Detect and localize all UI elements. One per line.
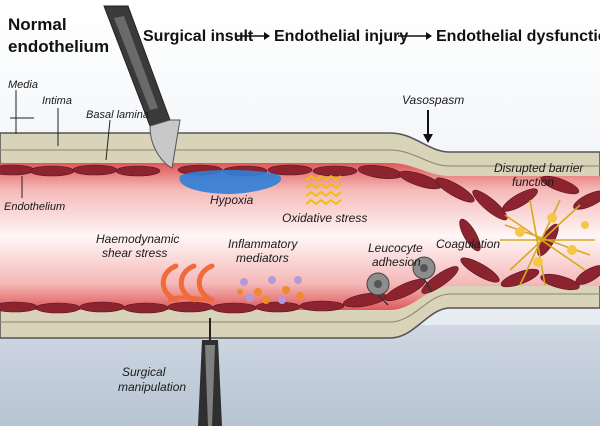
inflammatory-mediators xyxy=(237,276,304,304)
scalpel-icon xyxy=(103,5,181,169)
label-inflammatory-line2: mediators xyxy=(236,251,289,265)
stage-surgical-insult: Surgical insult xyxy=(143,28,254,45)
label-surgical-line2: manipulation xyxy=(118,380,186,394)
hypoxia-region xyxy=(179,170,282,194)
stage-endothelial-injury: Endothelial injury xyxy=(274,28,408,45)
forceps-icon xyxy=(198,318,222,426)
label-basal-lamina: Basal lamina xyxy=(86,109,149,121)
label-media: Media xyxy=(8,79,38,91)
label-vasospasm: Vasospasm xyxy=(402,93,464,107)
stage-normal-line1: Normal xyxy=(8,15,67,34)
endothelial-cells-top xyxy=(0,164,600,221)
label-endothelium: Endothelium xyxy=(4,201,65,213)
leucocytes xyxy=(366,256,436,306)
shear-stress-symbol xyxy=(160,263,215,303)
label-haemodynamic-line1: Haemodynamic xyxy=(96,232,179,246)
label-haemodynamic-line2: shear stress xyxy=(102,246,167,260)
vasospasm-arrow xyxy=(423,110,433,143)
stage-normal-line2: endothelium xyxy=(8,37,109,56)
stage-arrows xyxy=(236,32,432,40)
intima-layer-bottom xyxy=(0,293,600,323)
label-hypoxia: Hypoxia xyxy=(210,193,254,207)
leader-lines xyxy=(10,90,111,198)
label-leucocyte-line2: adhesion xyxy=(372,255,421,269)
label-disrupted-line2: function xyxy=(512,175,554,189)
label-intima: Intima xyxy=(42,95,72,107)
stage-endothelial-dysfunction: Endothelial dysfunction xyxy=(436,28,600,45)
label-coagulation: Coagulation xyxy=(436,237,500,251)
label-oxidative-stress: Oxidative stress xyxy=(282,211,367,225)
label-surgical-line1: Surgical xyxy=(122,365,166,379)
intima-layer xyxy=(0,149,600,167)
bottom-tissue-bg xyxy=(0,325,600,426)
coagulation-clot xyxy=(500,199,595,286)
oxidative-stress-symbol xyxy=(305,174,342,206)
label-disrupted-line1: Disrupted barrier xyxy=(494,161,584,175)
label-leucocyte-line1: Leucocyte xyxy=(368,241,423,255)
label-inflammatory-line1: Inflammatory xyxy=(228,237,298,251)
endothelial-cells-bottom xyxy=(0,218,600,314)
